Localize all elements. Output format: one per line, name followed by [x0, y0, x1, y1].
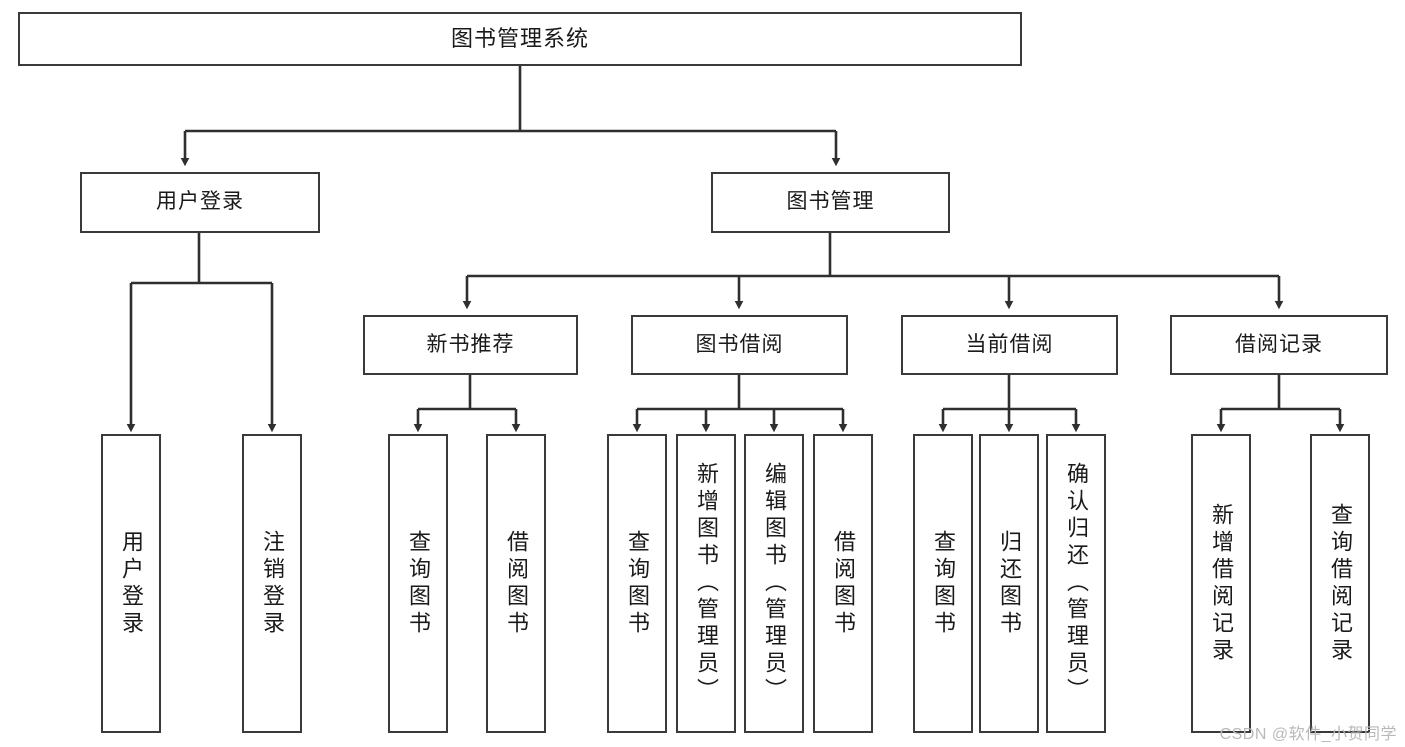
node-label: 查询图书	[406, 529, 431, 638]
node-label: 查询图书	[625, 529, 650, 638]
node-borrow-records[interactable]: 借阅记录	[1170, 315, 1388, 375]
leaf-user-login-login[interactable]: 用户登录	[101, 434, 161, 733]
node-book-borrow[interactable]: 图书借阅	[631, 315, 848, 375]
leaf-recommend-borrow-book[interactable]: 借阅图书	[486, 434, 546, 733]
leaf-records-query-record[interactable]: 查询借阅记录	[1310, 434, 1370, 733]
leaf-borrow-edit-book-admin[interactable]: 编辑图书（管理员）	[744, 434, 804, 733]
node-user-login[interactable]: 用户登录	[80, 172, 320, 233]
leaf-current-return-book[interactable]: 归还图书	[979, 434, 1039, 733]
node-book-management[interactable]: 图书管理	[711, 172, 950, 233]
node-label: 用户登录	[119, 529, 144, 638]
node-label: 新增图书（管理员）	[694, 462, 719, 705]
node-label: 新书推荐	[426, 332, 515, 356]
node-label: 查询借阅记录	[1328, 502, 1353, 665]
leaf-borrow-borrow-book[interactable]: 借阅图书	[813, 434, 873, 733]
node-label: 确认归还（管理员）	[1064, 462, 1089, 705]
node-label: 当前借阅	[965, 332, 1054, 356]
leaf-records-add-record[interactable]: 新增借阅记录	[1191, 434, 1251, 733]
node-label: 新增借阅记录	[1209, 502, 1234, 665]
node-label: 查询图书	[931, 529, 956, 638]
node-label: 借阅图书	[831, 529, 856, 638]
node-label: 借阅图书	[504, 529, 529, 638]
node-label: 借阅记录	[1235, 332, 1323, 356]
node-label: 注销登录	[260, 529, 285, 638]
csdn-watermark: CSDN @软件_小贺同学	[1219, 726, 1397, 743]
leaf-current-query-book[interactable]: 查询图书	[913, 434, 973, 733]
leaf-borrow-add-book-admin[interactable]: 新增图书（管理员）	[676, 434, 736, 733]
node-label: 图书管理	[786, 190, 875, 214]
node-current-borrow[interactable]: 当前借阅	[901, 315, 1118, 375]
leaf-current-confirm-return-admin[interactable]: 确认归还（管理员）	[1046, 434, 1106, 733]
node-label: 归还图书	[997, 529, 1022, 638]
node-label: 图书借阅	[695, 332, 784, 356]
node-root-book-management-system[interactable]: 图书管理系统	[18, 12, 1022, 66]
node-label: 编辑图书（管理员）	[762, 462, 787, 705]
leaf-borrow-query-book[interactable]: 查询图书	[607, 434, 667, 733]
leaf-recommend-query-book[interactable]: 查询图书	[388, 434, 448, 733]
node-new-book-recommend[interactable]: 新书推荐	[363, 315, 578, 375]
node-label: 图书管理系统	[450, 26, 589, 52]
leaf-user-login-logout[interactable]: 注销登录	[242, 434, 302, 733]
node-label: 用户登录	[156, 190, 244, 214]
